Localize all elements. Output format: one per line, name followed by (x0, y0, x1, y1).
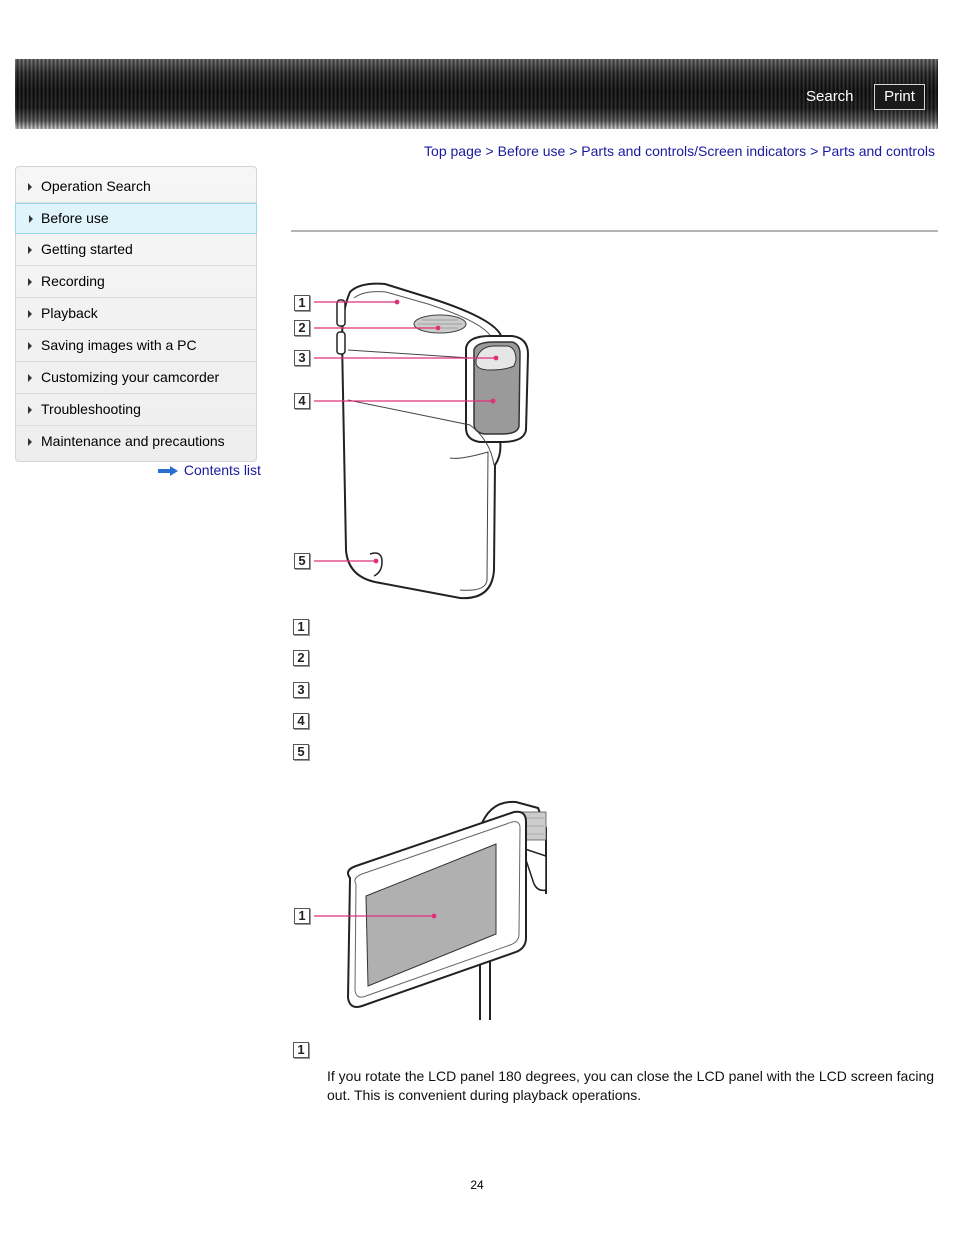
callout-1: 1 (294, 295, 310, 311)
legend-item-4: 4 (293, 713, 309, 729)
sidebar-item-label: Before use (41, 210, 109, 226)
contents-list-link[interactable]: Contents list (158, 462, 261, 478)
sidebar-item-label: Maintenance and precautions (41, 433, 225, 449)
legend-item-5: 5 (293, 744, 309, 760)
sidebar-item-customizing[interactable]: Customizing your camcorder (16, 362, 256, 394)
search-link[interactable]: Search (806, 88, 854, 105)
sidebar-item-label: Playback (41, 305, 98, 321)
breadcrumb-separator: > (810, 143, 819, 159)
print-button[interactable]: Print (874, 84, 925, 110)
arrow-right-icon (158, 466, 178, 477)
legend2-item-1: 1 (293, 1042, 309, 1058)
page-number: 24 (470, 1178, 484, 1192)
breadcrumb: Top page > Before use > Parts and contro… (424, 143, 935, 159)
legend-item-2: 2 (293, 650, 309, 666)
triangle-right-icon (28, 278, 32, 286)
contents-list-label: Contents list (183, 462, 261, 478)
sidebar-item-label: Customizing your camcorder (41, 369, 220, 385)
breadcrumb-parts-and-controls[interactable]: Parts and controls (822, 143, 935, 159)
triangle-right-icon (28, 374, 32, 382)
lcd-rotation-description: If you rotate the LCD panel 180 degrees,… (327, 1068, 935, 1103)
sidebar-item-recording[interactable]: Recording (16, 266, 256, 298)
breadcrumb-top-page[interactable]: Top page (424, 143, 482, 159)
sidebar-item-label: Recording (41, 273, 105, 289)
sidebar-item-label: Operation Search (41, 178, 151, 194)
triangle-right-icon (28, 438, 32, 446)
triangle-right-icon (28, 246, 32, 254)
triangle-right-icon (29, 215, 33, 223)
sidebar-nav: Operation Search Before use Getting star… (15, 166, 257, 462)
callout-lcd-1: 1 (294, 908, 310, 924)
camcorder-front-illustration (314, 282, 530, 600)
lcd-panel-illustration (314, 800, 547, 1020)
sidebar-item-troubleshooting[interactable]: Troubleshooting (16, 394, 256, 426)
title-divider (291, 230, 938, 232)
triangle-right-icon (28, 183, 32, 191)
sidebar-item-label: Getting started (41, 241, 133, 257)
breadcrumb-before-use[interactable]: Before use (497, 143, 566, 159)
header-bar (15, 59, 938, 129)
sidebar-item-label: Saving images with a PC (41, 337, 197, 353)
sidebar-item-saving-images[interactable]: Saving images with a PC (16, 330, 256, 362)
legend-item-3: 3 (293, 682, 309, 698)
sidebar-item-operation-search[interactable]: Operation Search (16, 171, 256, 203)
callout-4: 4 (294, 393, 310, 409)
breadcrumb-separator: > (569, 143, 578, 159)
breadcrumb-separator: > (485, 143, 494, 159)
sidebar-item-maintenance[interactable]: Maintenance and precautions (16, 426, 256, 457)
callout-2: 2 (294, 320, 310, 336)
triangle-right-icon (28, 310, 32, 318)
sidebar-item-playback[interactable]: Playback (16, 298, 256, 330)
callout-5: 5 (294, 553, 310, 569)
triangle-right-icon (28, 406, 32, 414)
triangle-right-icon (28, 342, 32, 350)
sidebar-item-label: Troubleshooting (41, 401, 141, 417)
sidebar-item-getting-started[interactable]: Getting started (16, 234, 256, 266)
breadcrumb-parts-and-controls-screen-indicators[interactable]: Parts and controls/Screen indicators (581, 143, 807, 159)
legend-item-1: 1 (293, 619, 309, 635)
callout-3: 3 (294, 350, 310, 366)
sidebar-item-before-use[interactable]: Before use (15, 203, 257, 234)
